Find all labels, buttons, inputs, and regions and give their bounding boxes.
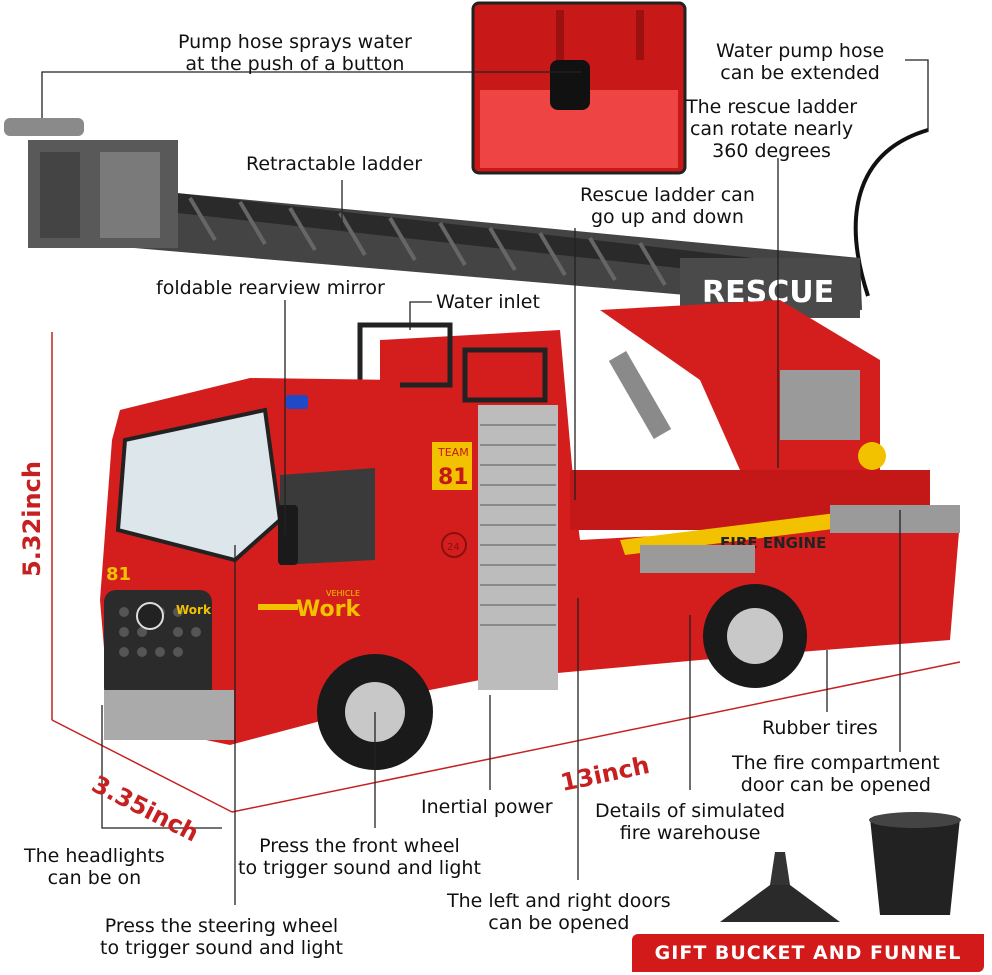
team-number: 81: [438, 465, 469, 490]
label-front-wheel: Press the front wheel to trigger sound a…: [238, 835, 481, 879]
label-steering-wheel: Press the steering wheel to trigger soun…: [100, 915, 343, 959]
label-headlights: The headlights can be on: [24, 845, 165, 889]
gift-banner: GIFT BUCKET AND FUNNEL: [632, 934, 984, 972]
team-text: TEAM: [437, 446, 469, 459]
work-small-text: Work: [176, 603, 212, 617]
label-simulated-warehouse: Details of simulated fire warehouse: [595, 800, 786, 844]
label-rescue-ladder-updown: Rescue ladder can go up and down: [580, 184, 755, 228]
label-water-pump-hose: Water pump hose can be extended: [716, 40, 885, 84]
dimension-guides: [51, 332, 961, 813]
work-text: Work: [296, 597, 361, 622]
label-pump-hose: Pump hose sprays water at the push of a …: [178, 31, 412, 75]
truck-cab: 81 Work VEHICLE Work: [100, 378, 400, 745]
label-doors: The left and right doors can be opened: [447, 890, 671, 934]
label-rearview-mirror: foldable rearview mirror: [156, 277, 385, 299]
water-hose: [853, 128, 929, 297]
pump-button-inset: [471, 1, 687, 175]
dimension-height: 5.32inch: [17, 461, 46, 577]
label-water-inlet: Water inlet: [436, 291, 540, 313]
leader-lines: [41, 59, 929, 905]
phone-number: 24: [447, 542, 460, 553]
label-fire-compartment: The fire compartment door can be opened: [732, 752, 940, 796]
label-rescue-ladder-rotate: The rescue ladder can rotate nearly 360 …: [686, 96, 858, 162]
fire-truck: FIRE ENGINE TEAM 81 24: [357, 322, 960, 700]
ladder: RESCUE: [4, 118, 862, 318]
vehicle-text: VEHICLE: [326, 589, 360, 598]
cab-number: 81: [106, 564, 131, 585]
label-retractable-ladder: Retractable ladder: [246, 153, 423, 175]
label-rubber-tires: Rubber tires: [762, 717, 878, 739]
boom-piston: [608, 351, 672, 439]
label-inertial-power: Inertial power: [421, 796, 553, 818]
gift-accessories: [720, 812, 961, 922]
